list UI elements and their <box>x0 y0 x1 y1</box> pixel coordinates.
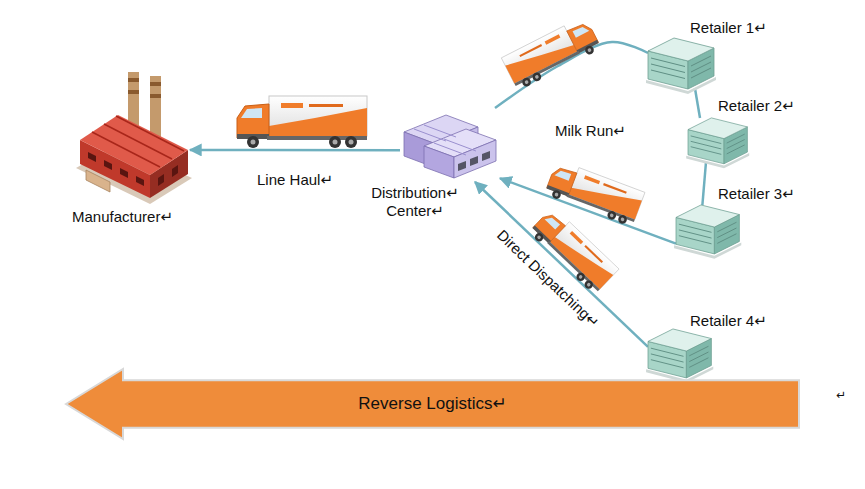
diagram-label: ↵ <box>836 386 846 404</box>
flow-connector <box>695 88 700 118</box>
building-icon <box>646 329 713 383</box>
diagram-label: Milk Run↵ <box>555 122 626 140</box>
node-label: Retailer 2↵ <box>718 97 795 115</box>
retailer-node: Retailer 4↵ <box>648 330 712 378</box>
arrow-band-shape <box>66 369 799 439</box>
edge-label: Line Haul↵ <box>257 171 333 189</box>
retailer-node: Retailer 3↵ <box>676 205 742 248</box>
retailer-node: Retailer 2↵ <box>688 118 748 162</box>
node-label: Retailer 1↵ <box>690 19 767 37</box>
building-icon <box>686 118 749 168</box>
retailer-node: Retailer 1↵ <box>648 38 715 88</box>
factory-icon <box>76 72 192 204</box>
truck-icon <box>501 15 601 91</box>
warehouse-node: Distribution↵ Center↵ <box>400 108 500 182</box>
node-label: Retailer 4↵ <box>690 312 767 330</box>
warehouse-icon <box>404 115 496 178</box>
factory-node: Manufacturer↵ <box>75 70 190 200</box>
node-label: Manufacturer↵ <box>60 208 185 226</box>
building-icon <box>646 38 716 94</box>
reverse-arrow-band: Reverse Logistics↵ <box>65 368 800 440</box>
flow-connector <box>702 162 706 205</box>
node-label: Retailer 3↵ <box>718 185 795 203</box>
truck-icon <box>237 96 367 148</box>
node-label: Distribution↵ Center↵ <box>360 184 470 220</box>
flow-connector <box>190 149 400 152</box>
building-icon <box>674 205 741 259</box>
truck-icon <box>544 159 645 227</box>
band-label: Reverse Logistics↵ <box>358 394 506 414</box>
